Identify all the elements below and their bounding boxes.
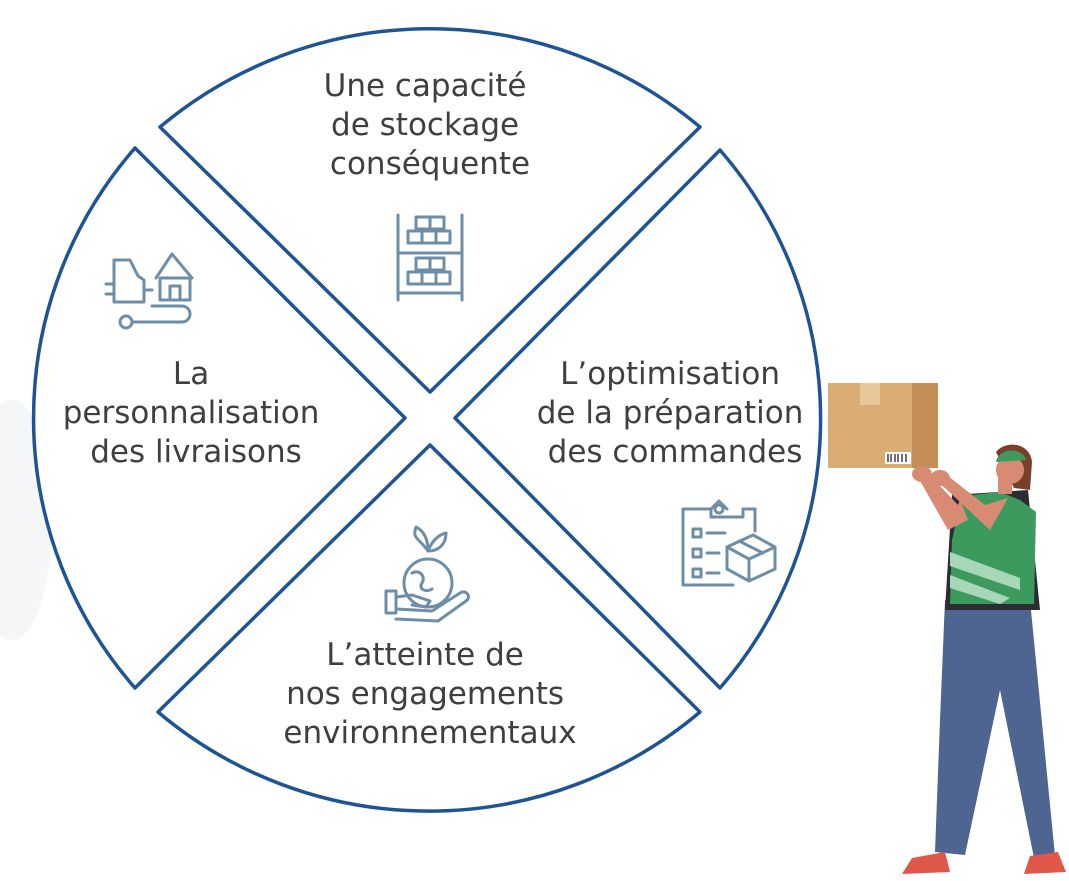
warehouse-shelf-icon xyxy=(396,213,464,302)
clipboard-box-icon xyxy=(681,499,777,587)
delivery-truck-house-icon xyxy=(104,252,194,330)
worker-cap xyxy=(996,450,1026,462)
segment-right xyxy=(453,148,823,690)
worker-vest-stripe-2 xyxy=(950,575,1010,604)
worker-right-shoe xyxy=(1024,852,1066,874)
worker-pants xyxy=(935,600,1055,858)
worker-left-arm xyxy=(915,470,968,530)
cardboard-box-side xyxy=(912,383,938,468)
worker-head xyxy=(996,456,1024,484)
wheel-segments xyxy=(31,27,823,813)
worker-right-arm xyxy=(935,476,1008,530)
segment-left-label: La personnalisation des livraisons xyxy=(63,356,330,470)
segment-bottom-label: L’atteinte de nos engagements environnem… xyxy=(283,637,576,751)
worker-illustration xyxy=(828,383,1066,874)
cardboard-box-tape xyxy=(860,383,880,405)
worker-hand-left xyxy=(912,466,932,482)
segment-top xyxy=(158,27,702,394)
hand-plant-globe-icon xyxy=(384,525,470,623)
segment-right-label: L’optimisation de la préparation des com… xyxy=(537,356,814,470)
segment-left xyxy=(31,146,407,690)
segment-bottom xyxy=(156,443,702,813)
worker-vest-stripe-1 xyxy=(950,552,1020,590)
barcode-icon xyxy=(887,454,907,462)
worker-hand-right xyxy=(930,470,950,486)
worker-left-shoe xyxy=(902,852,950,874)
segment-top-label: Une capacité de stockage conséquente xyxy=(324,68,537,182)
